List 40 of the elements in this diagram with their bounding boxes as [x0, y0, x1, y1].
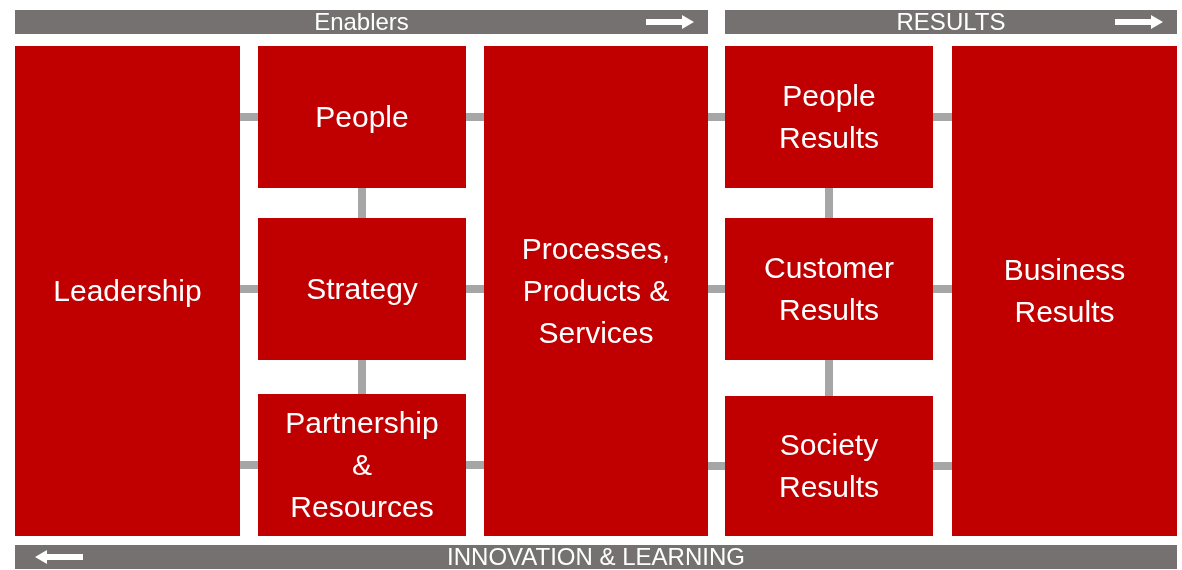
connector — [466, 285, 484, 293]
connector — [708, 285, 725, 293]
criterion-label: Partnership & Resources — [284, 405, 440, 525]
band-title: INNOVATION & LEARNING — [447, 545, 745, 569]
criterion-label: Processes, Products & Services — [520, 231, 672, 351]
connector — [825, 360, 833, 396]
connector — [933, 113, 952, 121]
criterion-box — [258, 218, 466, 360]
criterion-box — [725, 396, 933, 536]
criterion-box — [952, 46, 1177, 536]
connector — [466, 113, 484, 121]
header-band — [15, 10, 708, 34]
connector — [240, 285, 258, 293]
connector — [240, 461, 258, 469]
connector — [466, 461, 484, 469]
criterion-label: Customer Results — [762, 250, 895, 328]
criterion-label: Strategy — [306, 271, 418, 307]
connector — [358, 188, 366, 218]
connector — [708, 462, 725, 470]
criterion-box — [725, 218, 933, 360]
criterion-label: Society Results — [777, 427, 880, 505]
criterion-box — [15, 46, 240, 536]
connector — [933, 285, 952, 293]
criterion-box — [258, 394, 466, 536]
connector — [708, 113, 725, 121]
criterion-label: People Results — [777, 78, 880, 156]
band-title: Enablers — [314, 10, 409, 34]
criterion-label: Business Results — [1002, 252, 1127, 330]
connector — [358, 360, 366, 394]
connector — [825, 188, 833, 218]
connector — [240, 113, 258, 121]
header-band — [725, 10, 1177, 34]
criterion-box — [258, 46, 466, 188]
criterion-box — [484, 46, 708, 536]
criterion-box — [725, 46, 933, 188]
band-title: RESULTS — [896, 10, 1006, 34]
header-band — [15, 545, 1177, 569]
criterion-label: People — [315, 99, 409, 135]
criterion-label: Leadership — [53, 273, 202, 309]
connector — [933, 462, 952, 470]
